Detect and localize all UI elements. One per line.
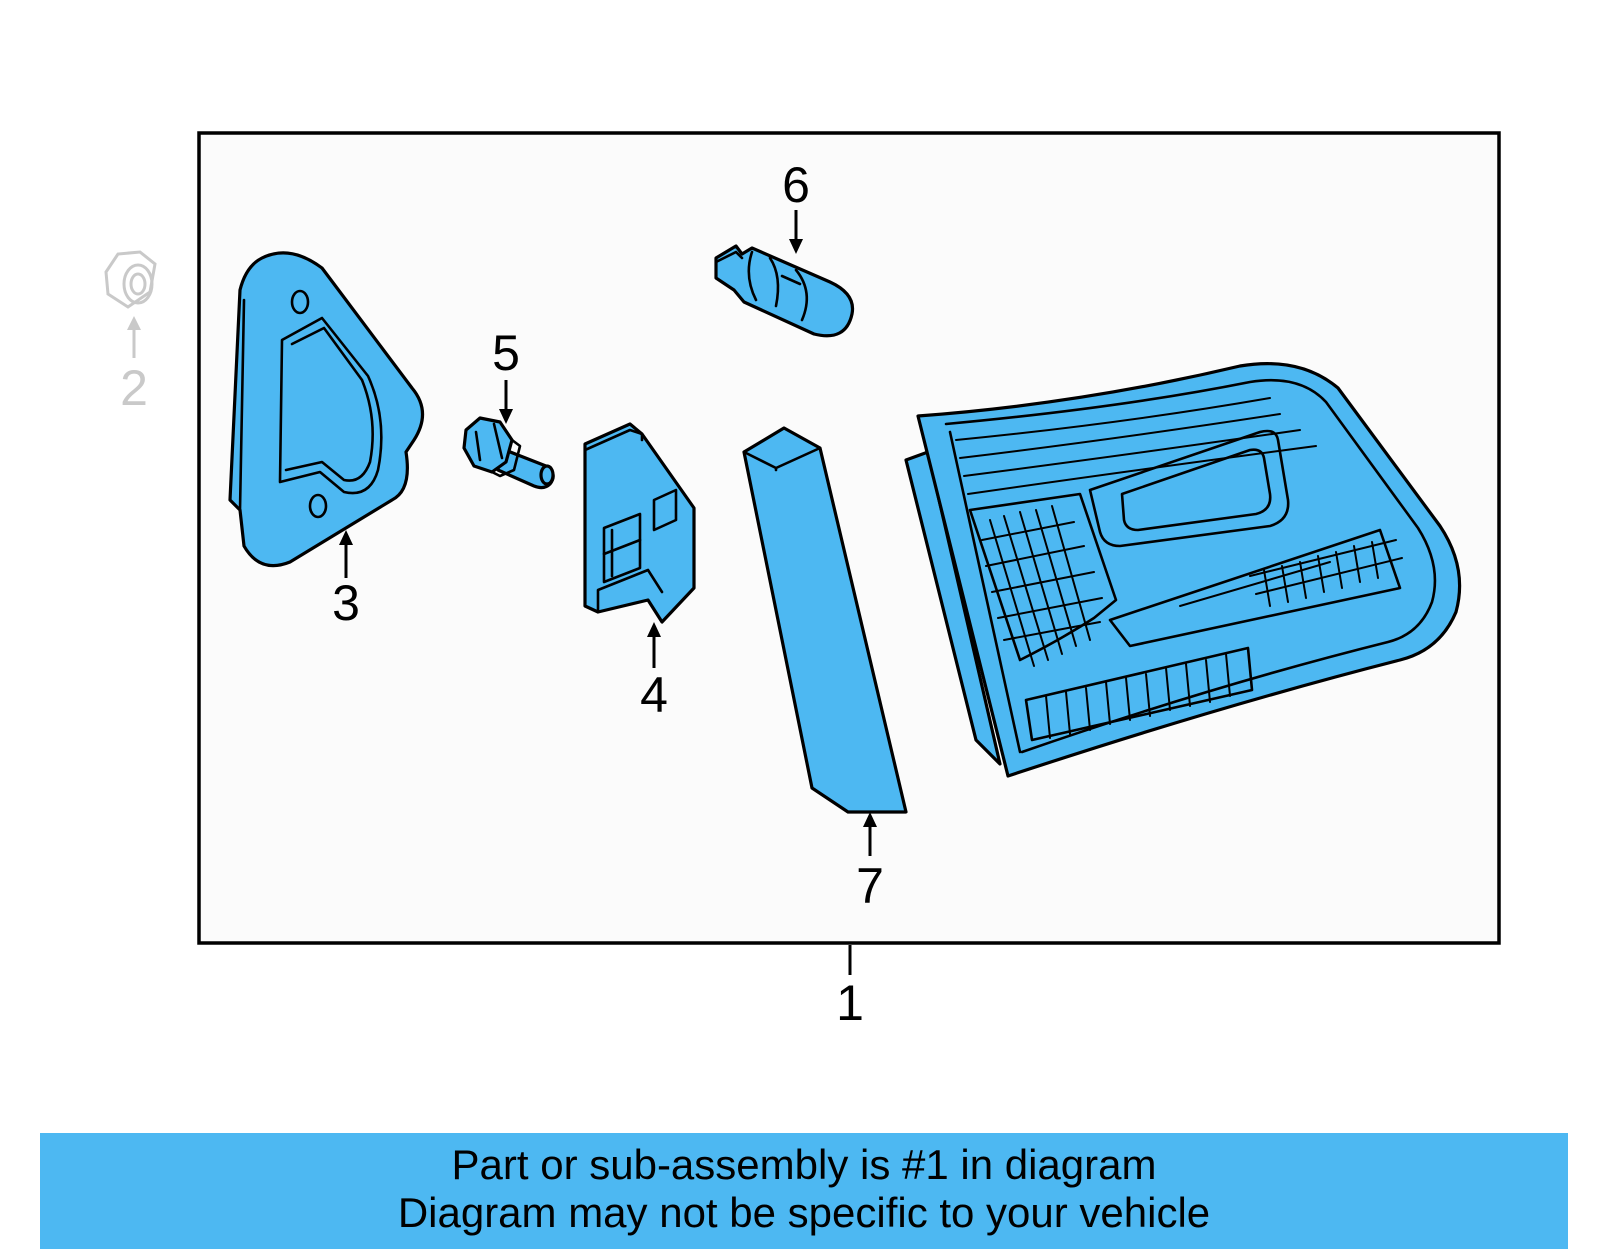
arrow-2 [127,316,141,358]
nut-icon [104,250,157,309]
info-banner: Part or sub-assembly is #1 in diagram Di… [40,1133,1568,1249]
callout-5: 5 [492,325,520,381]
callout-6: 6 [782,157,810,213]
arrow-6 [789,210,803,254]
arrow-4 [647,622,661,668]
banner-line-2: Diagram may not be specific to your vehi… [397,1189,1211,1236]
banner-line-1: Part or sub-assembly is #1 in diagram [451,1141,1157,1188]
gasket-icon [228,251,425,568]
callout-7: 7 [856,858,884,914]
lamp-lens-icon [904,362,1462,778]
callout-3: 3 [332,575,360,631]
callout-1: 1 [836,975,864,1031]
arrow-5 [499,380,513,424]
arrow-3 [339,530,353,578]
callout-4: 4 [640,667,668,723]
bulb-icon [714,244,855,338]
trim-icon [742,426,908,814]
arrow-7 [863,812,877,856]
callout-2: 2 [120,360,148,416]
socket-icon [583,422,696,624]
bolt-icon [462,416,555,490]
